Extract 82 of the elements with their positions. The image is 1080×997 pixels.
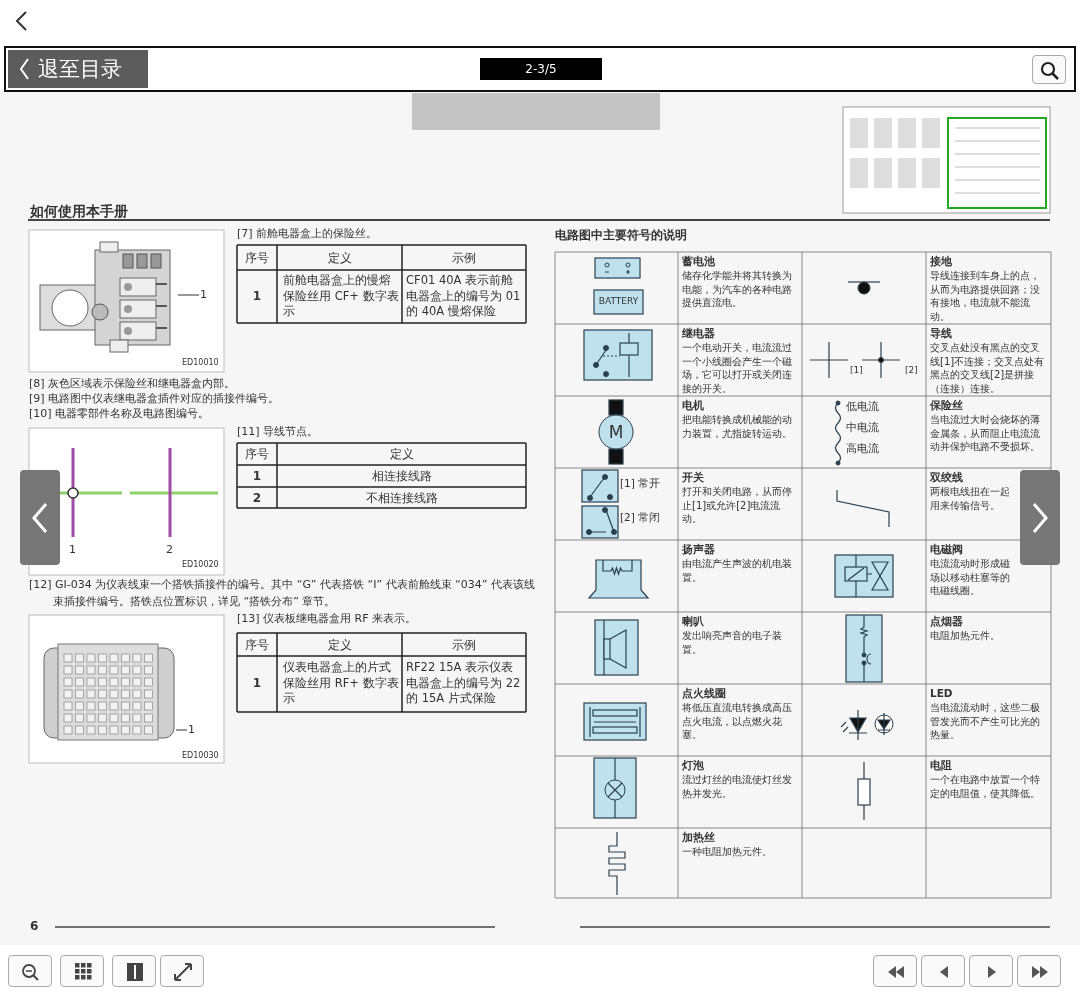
table-text: 不相连接线路	[364, 490, 439, 507]
symbol-description: 一个电动开关，电流流过一个小线圈会产生一个磁场，它可以打开或关闭连接的开关。	[682, 341, 793, 395]
back-to-contents-button: 退至目录	[8, 50, 148, 88]
section-text: [13] 仪表板继电器盒用 RF 来表示。	[237, 612, 417, 627]
symbol-description: 当电流流动时，这些二极管发光而不产生可比光的热量。	[930, 701, 1041, 742]
table-text: 仪表电器盒上的片式保险丝用 RF+ 数字表示	[283, 660, 399, 707]
table-header: 序号	[244, 250, 270, 267]
table-text: 1	[251, 468, 263, 485]
symbol-name: 点火线圈	[682, 686, 726, 701]
table-header: 定义	[326, 250, 353, 267]
symbol-name: 开关	[682, 470, 704, 485]
figure-code: ED10010	[182, 358, 219, 369]
symbol-description: 储存化学能并将其转换为电能，为汽车的各种电路提供直流电。	[682, 269, 793, 310]
symbol-name: 灯泡	[682, 758, 704, 773]
symbol-name: 导线	[930, 326, 952, 341]
table-text: 相连接线路	[370, 468, 433, 485]
symbol-label: [2] 常闭	[620, 510, 661, 525]
symbol-description: 发出响亮声音的电子装置。	[682, 629, 783, 656]
symbol-description: 打开和关闭电路，从而停止[1]或允许[2]电流流动。	[682, 485, 793, 526]
figure-label: 2	[166, 543, 173, 558]
symbol-name: 接地	[930, 254, 952, 269]
symbol-name: 电磁阀	[930, 542, 963, 557]
table-text: RF22 15A 表示仪表电器盒上的编号为 22 的 15A 片式保险	[406, 660, 522, 707]
symbol-description: 由电流产生声波的机电装置。	[682, 557, 793, 584]
leader-line	[177, 294, 200, 296]
symbol-label: BATTERY	[597, 295, 640, 308]
table-header: 示例	[451, 637, 477, 654]
section-text: [8] 灰色区域表示保险丝和继电器盒内部。	[29, 377, 236, 392]
table-header: 示例	[451, 250, 477, 267]
table-text: CF01 40A 表示前舱电器盒上的编号为 01 的 40A 慢熔保险	[406, 273, 522, 320]
symbol-label: [1]	[850, 364, 863, 377]
table-heading: 电路图中主要符号的说明	[555, 227, 687, 244]
callout-number: 1	[200, 287, 207, 303]
symbol-name: 点烟器	[930, 614, 963, 629]
symbol-name: 继电器	[682, 326, 715, 341]
symbol-label: M	[607, 421, 625, 444]
symbol-label: [2]	[905, 364, 918, 377]
symbol-label: 高电流	[846, 441, 879, 456]
symbol-description: 一种电阻加热元件。	[682, 845, 773, 859]
figure-code: ED10020	[182, 560, 219, 571]
figure-label: 1	[69, 543, 76, 558]
symbol-description: 流过灯丝的电流使灯丝发热并发光。	[682, 773, 793, 800]
symbol-name: LED	[930, 686, 953, 701]
symbol-name: 电阻	[930, 758, 952, 773]
table-text: 前舱电器盒上的慢熔保险丝用 CF+ 数字表示	[283, 273, 399, 320]
section-text: [7] 前舱电器盒上的保险丝。	[237, 227, 378, 242]
table-text: 2	[251, 490, 263, 507]
symbol-description: 将低压直流电转换成高压点火电流，以点燃火花塞。	[682, 701, 793, 742]
section-text: [12] GI-034 为仪表线束一个搭铁插接件的编号。其中 “G” 代表搭铁 “I” 代表前舱线束 “034” 代表该线束插接件编号。搭铁点位置标识，详见 “搭铁分布” 章节。	[29, 577, 536, 610]
symbol-description: 两根电线扭在一起用来传输信号。	[930, 485, 1011, 512]
symbol-description: 导线连接到车身上的点，从而为电路提供回路；没有接地，电流就不能流动。	[930, 269, 1041, 323]
symbol-name: 扬声器	[682, 542, 715, 557]
table-header: 序号	[244, 446, 270, 463]
symbol-label: 中电流	[846, 420, 879, 435]
page-number: 6	[30, 918, 39, 935]
section-text: [10] 电器零部件名称及电路图编号。	[29, 407, 210, 422]
table-header: 序号	[244, 637, 270, 654]
symbol-name: 蓄电池	[682, 254, 715, 269]
symbol-description: 电流流动时形成磁场以移动柱塞等的电磁线圈。	[930, 557, 1011, 598]
symbol-label: 低电流	[846, 399, 879, 414]
table-text: 1	[251, 675, 263, 692]
page-heading: 如何使用本手册	[30, 202, 128, 221]
table-header: 定义	[388, 446, 415, 463]
table-text: 1	[251, 288, 263, 305]
symbol-description: 交叉点处没有黑点的交叉线[1]不连接；交叉点处有黑点的交叉线[2]是拼接（连接）连接。	[930, 341, 1046, 395]
symbol-name: 电机	[682, 398, 704, 413]
section-text: [11] 导线节点。	[237, 425, 319, 440]
symbol-name: 保险丝	[930, 398, 963, 413]
symbol-name: 喇叭	[682, 614, 704, 629]
symbol-name: 加热丝	[682, 830, 715, 845]
callout-number: 1	[188, 722, 195, 738]
section-text: [9] 电路图中仪表继电器盒插件对应的插接件编号。	[29, 392, 280, 407]
page-indicator: 2-3/5	[480, 58, 602, 80]
figure-code: ED10030	[182, 751, 219, 762]
table-header: 定义	[326, 637, 353, 654]
symbol-description: 把电能转换成机械能的动力装置，尤指旋转运动。	[682, 413, 793, 440]
symbol-description: 当电流过大时会烧坏的薄金属条，从而阻止电流流动并保护电路不受损坏。	[930, 413, 1041, 454]
leader-line	[175, 729, 188, 731]
symbol-label: [1] 常开	[620, 476, 661, 491]
symbol-name: 双绞线	[930, 470, 963, 485]
symbol-description: 电阻加热元件。	[930, 629, 1001, 643]
symbol-description: 一个在电路中放置一个特定的电阻值，使其降低。	[930, 773, 1041, 800]
